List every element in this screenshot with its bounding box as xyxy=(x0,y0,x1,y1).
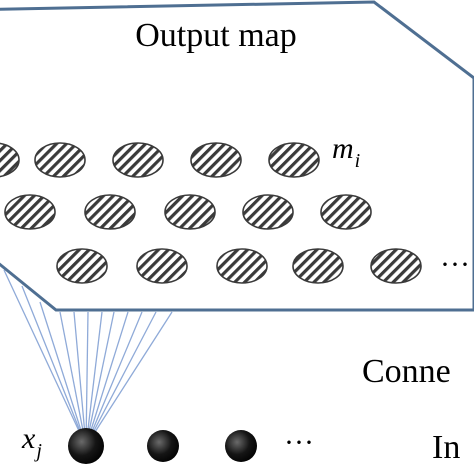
input-node-label-base: x xyxy=(21,422,36,455)
connection-lines xyxy=(3,269,173,447)
neuron-ellipse xyxy=(84,194,136,230)
connection-line xyxy=(3,269,87,447)
connection-line xyxy=(39,301,87,447)
connection-line xyxy=(73,311,87,447)
neuron-ellipse xyxy=(320,194,372,230)
neuron-ellipse xyxy=(164,194,216,230)
neuron-ellipse xyxy=(56,248,108,284)
input-label: In xyxy=(432,429,460,466)
neuron-ellipse xyxy=(0,142,20,178)
connection-line xyxy=(85,311,143,447)
connection-line xyxy=(85,311,103,447)
neuron-ellipse xyxy=(112,142,164,178)
neuron-ellipse xyxy=(4,194,56,230)
neuron-grid xyxy=(0,142,422,284)
connections-label: Conne xyxy=(362,353,451,390)
input-node xyxy=(225,430,257,462)
input-node-label-subscript: j xyxy=(33,440,42,462)
neuron-ellipse xyxy=(136,248,188,284)
connection-line xyxy=(85,311,173,447)
neuron-ellipse xyxy=(268,142,320,178)
input-node xyxy=(147,430,179,462)
neuron-ellipse xyxy=(370,248,422,284)
row-ellipsis: ··· xyxy=(440,248,470,281)
connection-line xyxy=(85,311,157,447)
neuron-ellipse xyxy=(242,194,294,230)
connection-line xyxy=(85,311,129,447)
connection-line xyxy=(59,311,87,447)
connection-line xyxy=(21,285,87,447)
neuron-label: mi xyxy=(332,132,360,172)
neuron-ellipse xyxy=(190,142,242,178)
connection-line xyxy=(85,311,115,447)
neuron-label-base: m xyxy=(332,132,354,165)
neuron-label-subscript: i xyxy=(355,150,361,172)
output-map-label: Output map xyxy=(135,17,296,54)
input-node-label: xj xyxy=(21,422,42,462)
neuron-ellipse xyxy=(292,248,344,284)
connection-line xyxy=(85,311,89,447)
input-node-xj xyxy=(68,428,104,464)
neuron-ellipse xyxy=(216,248,268,284)
neuron-ellipse xyxy=(34,142,86,178)
input-ellipsis: ··· xyxy=(284,426,314,459)
